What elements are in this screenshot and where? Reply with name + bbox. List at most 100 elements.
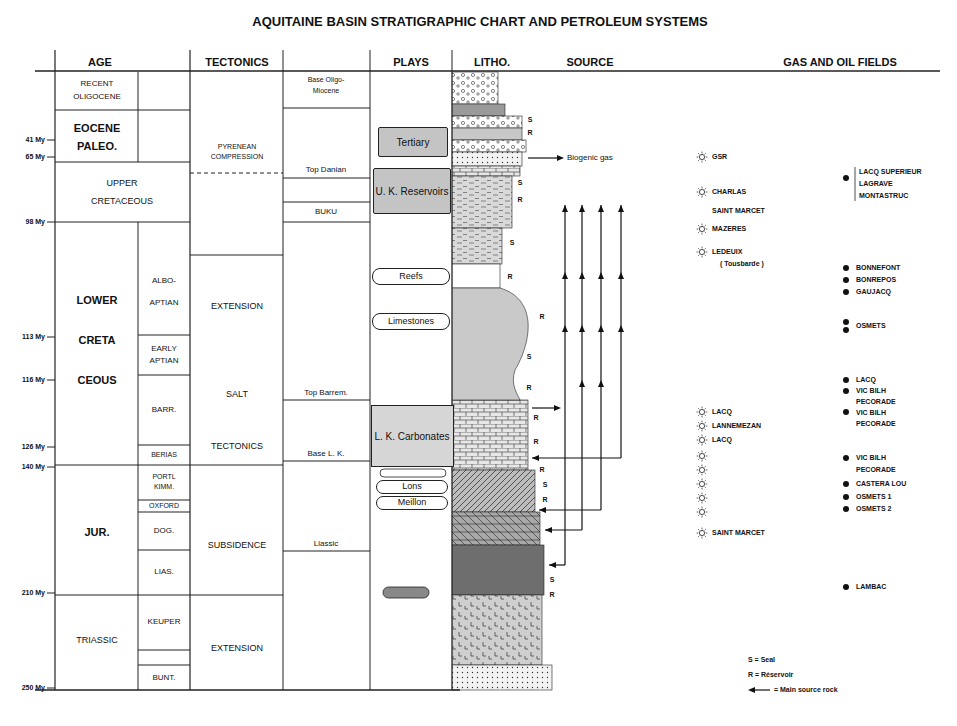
arrow-head (579, 380, 585, 387)
arrow-head (598, 272, 604, 279)
age-mark: 140 My (22, 463, 45, 471)
age-cell: LOWER CRETA CEOUS (70, 280, 125, 400)
column-header: GAS AND OIL FIELDS (783, 56, 897, 69)
grid-line (138, 512, 190, 513)
grid-line (47, 380, 55, 381)
grid-line (47, 157, 55, 158)
play-box: Meillon (376, 496, 448, 510)
seal-reservoir-mark: S (543, 481, 548, 489)
grid-line (138, 550, 190, 551)
gas-symbol-ring (699, 409, 704, 414)
play-pill (383, 587, 429, 598)
gas-field-symbol (697, 465, 708, 476)
seal-reservoir-mark: R (539, 313, 544, 321)
oil-field-symbol (843, 409, 849, 415)
gas-symbol-ring (699, 509, 704, 514)
litho-band (452, 228, 502, 264)
gas-symbol-rays (697, 479, 708, 490)
gas-field-symbol (697, 451, 708, 462)
grid-line (138, 72, 139, 162)
seal-reservoir-mark: S (528, 116, 533, 124)
seal-reservoir-mark: R (539, 466, 544, 474)
seal-reservoir-mark: R (527, 129, 532, 137)
gas-symbol-ring (699, 423, 704, 428)
oil-field-symbol (843, 327, 849, 333)
migration-line (532, 457, 621, 458)
arrow-head (579, 272, 585, 279)
age-cell: OXFORD (149, 502, 179, 510)
horizon-label: Base L. K. (308, 449, 345, 458)
play-name: Tertiary (397, 137, 430, 148)
play-box: Lons (376, 480, 448, 494)
gas-symbol-rays (697, 187, 708, 198)
gas-field-symbol (697, 421, 708, 432)
arrow-head (618, 272, 624, 279)
oil-field-name: BONREPOS (856, 276, 896, 284)
grid-line (283, 400, 370, 401)
oil-field-symbol (843, 265, 849, 271)
gas-field-name: MAZERES (712, 225, 746, 233)
litho-band (452, 140, 526, 152)
litho-band (452, 665, 552, 690)
oil-field-symbol (843, 455, 849, 461)
grid-line (138, 375, 190, 376)
grid-line (283, 50, 284, 690)
grid-line (47, 222, 55, 223)
tectonics-cell: EXTENSION (211, 643, 263, 653)
gas-field-name: LEDEUIX (712, 248, 742, 256)
litho-band (452, 116, 522, 128)
age-cell: JUR. (84, 526, 109, 539)
arrow-head (539, 507, 546, 513)
horizon-label: BUKU (315, 207, 337, 216)
chart-title: AQUITAINE BASIN STRATIGRAPHIC CHART AND … (252, 15, 708, 30)
gas-symbol-ring (699, 481, 704, 486)
oil-field-symbol (843, 506, 849, 512)
migration-line (528, 157, 559, 158)
horizon-label: Top Barrem. (304, 388, 348, 397)
oil-field-name: OSMETS 2 (856, 505, 891, 513)
gas-symbol-rays (697, 465, 708, 476)
legend-entry: R = Réservoir (748, 671, 793, 679)
oil-field-name: MONTASTRUC (859, 192, 908, 200)
gas-field-name: LANNEMEZAN (712, 422, 761, 430)
oil-field-name: BONNEFONT (856, 264, 900, 272)
note-label: Biogenic gas (567, 153, 613, 162)
oil-field-symbol (843, 494, 849, 500)
grid-line (47, 140, 55, 141)
oil-field-name: VIC BILH (856, 387, 886, 395)
age-mark: 65 My (26, 153, 45, 161)
seal-reservoir-mark: S (510, 239, 515, 247)
gas-symbol-ring (699, 530, 704, 535)
litho-band (452, 104, 505, 116)
age-cell: OLIGOCENE (73, 92, 121, 101)
tectonics-cell: SALT TECTONICS (207, 368, 267, 472)
arrow-head (557, 155, 564, 161)
gas-symbol-rays (697, 493, 708, 504)
age-cell: KEUPER (148, 617, 181, 626)
gas-field-symbol (697, 187, 708, 198)
oil-field-symbol (843, 388, 849, 394)
age-cell: ALBO- APTIAN (141, 270, 187, 314)
arrow-head (579, 205, 585, 212)
age-cell: TRIASSIC (76, 635, 118, 645)
arrow-head (598, 205, 604, 212)
seal-reservoir-mark: R (549, 591, 554, 599)
age-mark: 210 My (22, 589, 45, 597)
grid-line (138, 445, 190, 446)
oil-field-name: CASTERA LOU (856, 480, 906, 488)
arrow-head (618, 205, 624, 212)
gas-field-symbol (697, 507, 708, 518)
age-cell: PALEO. (77, 140, 117, 153)
age-cell: BUNT. (152, 673, 175, 682)
grid-line (283, 222, 370, 223)
litho-band (452, 512, 540, 545)
column-header: LITHO. (474, 56, 510, 69)
litho-band (452, 264, 500, 288)
column-header: AGE (88, 56, 112, 69)
migration-line (754, 689, 770, 690)
oil-field-name: LAGRAVE (859, 180, 893, 188)
oil-field-name: VIC BILH (856, 409, 886, 417)
gas-symbol-rays (697, 224, 708, 235)
grid-line (54, 50, 55, 690)
grid-line (283, 202, 370, 203)
